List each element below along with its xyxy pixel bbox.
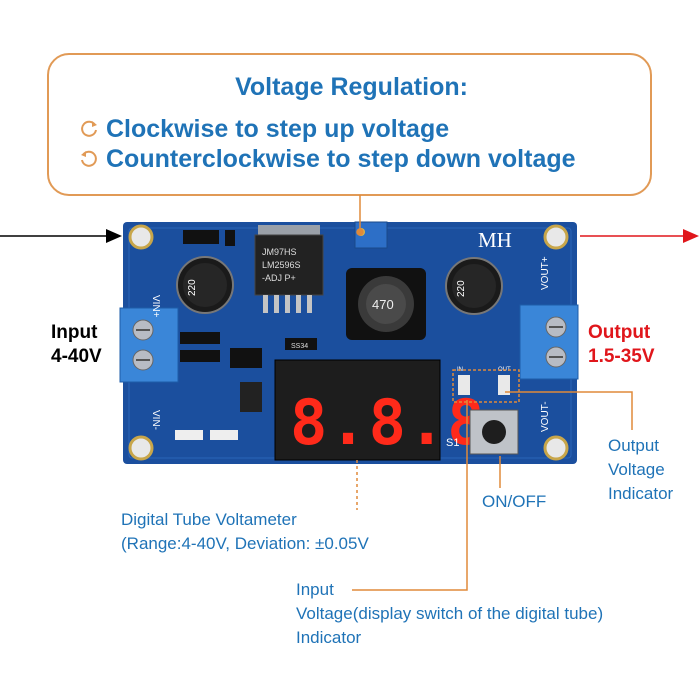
voltmeter-annotation: Digital Tube Voltameter (Range:4-40V, De… (121, 508, 369, 556)
voltmeter-line2: (Range:4-40V, Deviation: ±0.05V (121, 534, 369, 553)
leader-lines (352, 195, 633, 591)
output-indicator-leader (505, 391, 633, 430)
mounting-hole (543, 435, 569, 461)
input-range: 4-40V (51, 346, 102, 367)
diode-label: SS34 (291, 343, 308, 350)
brand-label: MH (478, 228, 512, 252)
output-label-group: Output 1.5-35V (588, 321, 655, 369)
diode (285, 338, 317, 350)
mounting-hole (543, 224, 569, 250)
on-off-switch[interactable] (469, 409, 519, 455)
output-range: 1.5-35V (588, 346, 655, 367)
vout-plus-label: VOUT+ (540, 256, 551, 290)
vin-minus-label: VIN- (150, 410, 161, 430)
clockwise-text: Clockwise to step up voltage (106, 115, 450, 143)
voltmeter-line1: Digital Tube Voltameter (121, 510, 297, 529)
smd-component (180, 332, 220, 344)
lm2596-regulator-ic: JM97HS LM2596S -ADJ P+ (254, 225, 324, 313)
pcb-board: VIN+ VIN- VOUT+ VOUT- MH 220 220 JM97HS … (119, 221, 579, 464)
led-highlight-box (452, 369, 520, 403)
svg-text:220: 220 (456, 280, 467, 297)
callout-title: Voltage Regulation: (235, 73, 468, 101)
counterclockwise-line: Counterclockwise to step down voltage (78, 145, 576, 174)
input-arrow (0, 229, 122, 243)
input-indicator-leader (352, 400, 468, 591)
clockwise-rotate-icon (81, 120, 97, 137)
output-terminal-block (519, 304, 579, 380)
transistor (230, 348, 262, 368)
svg-text:220: 220 (187, 279, 198, 296)
input-indicator-annotation: Input Voltage(display switch of the digi… (296, 580, 604, 647)
display-digits: 8.8.8 (290, 386, 487, 459)
clockwise-line: Clockwise to step up voltage (78, 115, 449, 144)
output-arrow (580, 229, 699, 243)
switch-label: S1 (446, 437, 459, 449)
smd-resistor (210, 430, 238, 440)
output-indicator-led (498, 375, 510, 395)
digital-tube-display: 8.8.8 (274, 359, 487, 461)
vin-plus-label: VIN+ (150, 295, 161, 318)
onoff-annotation: ON/OFF (482, 492, 547, 511)
output-indicator-annotation: Output Voltage Indicator (608, 436, 674, 503)
svg-text:470: 470 (372, 297, 394, 312)
input-capacitor: 220 (176, 256, 234, 314)
counterclockwise-rotate-icon (81, 150, 97, 167)
svg-text:-ADJ P+: -ADJ P+ (262, 273, 296, 283)
svg-text:LM2596S: LM2596S (262, 260, 301, 270)
counterclockwise-text: Counterclockwise to step down voltage (106, 145, 576, 173)
svg-text:JM97HS: JM97HS (262, 247, 297, 257)
smd-component (183, 230, 219, 244)
smd-component (240, 382, 262, 412)
inductor: 470 (346, 268, 426, 340)
vout-minus-label: VOUT- (540, 401, 551, 432)
mounting-hole (128, 224, 154, 250)
input-indicator-led (458, 375, 470, 395)
smd-resistor (175, 430, 203, 440)
input-label-group: Input 4-40V (51, 321, 102, 369)
output-capacitor: 220 (445, 257, 503, 315)
mounting-hole (128, 435, 154, 461)
smd-component (180, 350, 220, 362)
voltage-regulation-callout: Voltage Regulation: Clockwise to step up… (47, 53, 652, 196)
input-terminal-block (119, 307, 179, 383)
smd-component (225, 230, 235, 246)
output-label: Output (588, 322, 651, 343)
input-label: Input (51, 322, 98, 343)
